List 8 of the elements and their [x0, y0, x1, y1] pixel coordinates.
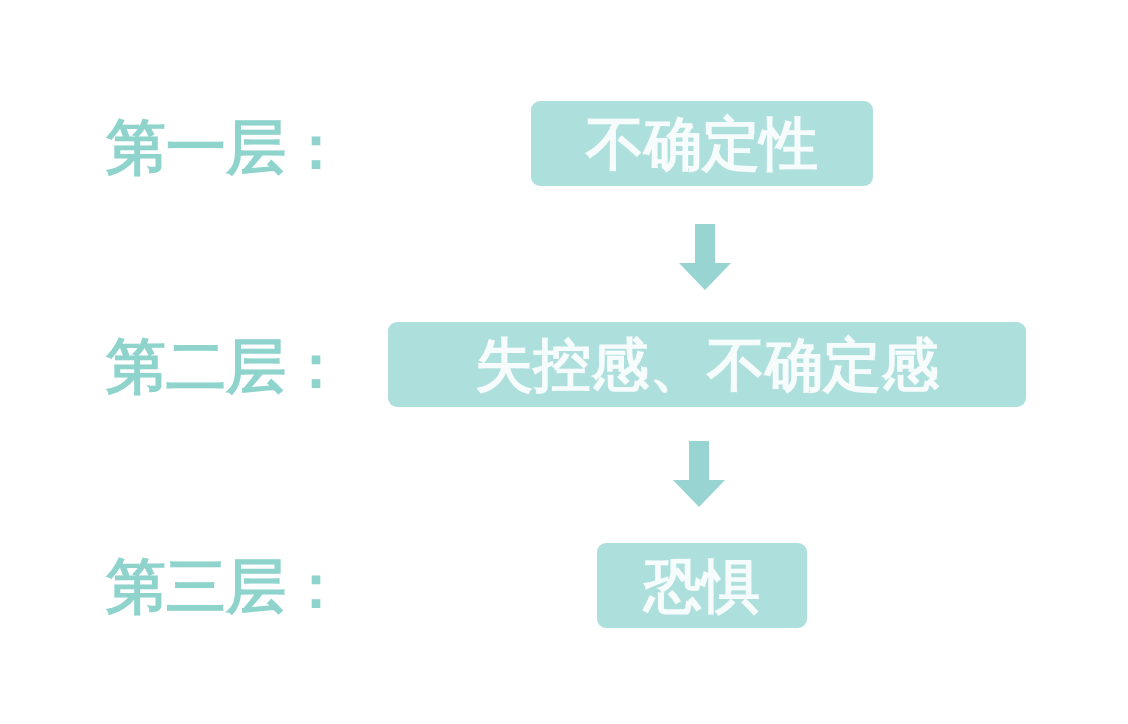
- process-box: 失控感、不确定感: [388, 322, 1026, 407]
- level-label: 第一层：: [106, 117, 346, 177]
- level-label: 第三层：: [106, 556, 346, 616]
- arrow: [679, 224, 731, 290]
- arrow: [673, 441, 725, 507]
- process-box: 不确定性: [531, 101, 873, 186]
- process-box: 恐惧: [597, 543, 807, 628]
- level-label: 第二层：: [106, 336, 346, 396]
